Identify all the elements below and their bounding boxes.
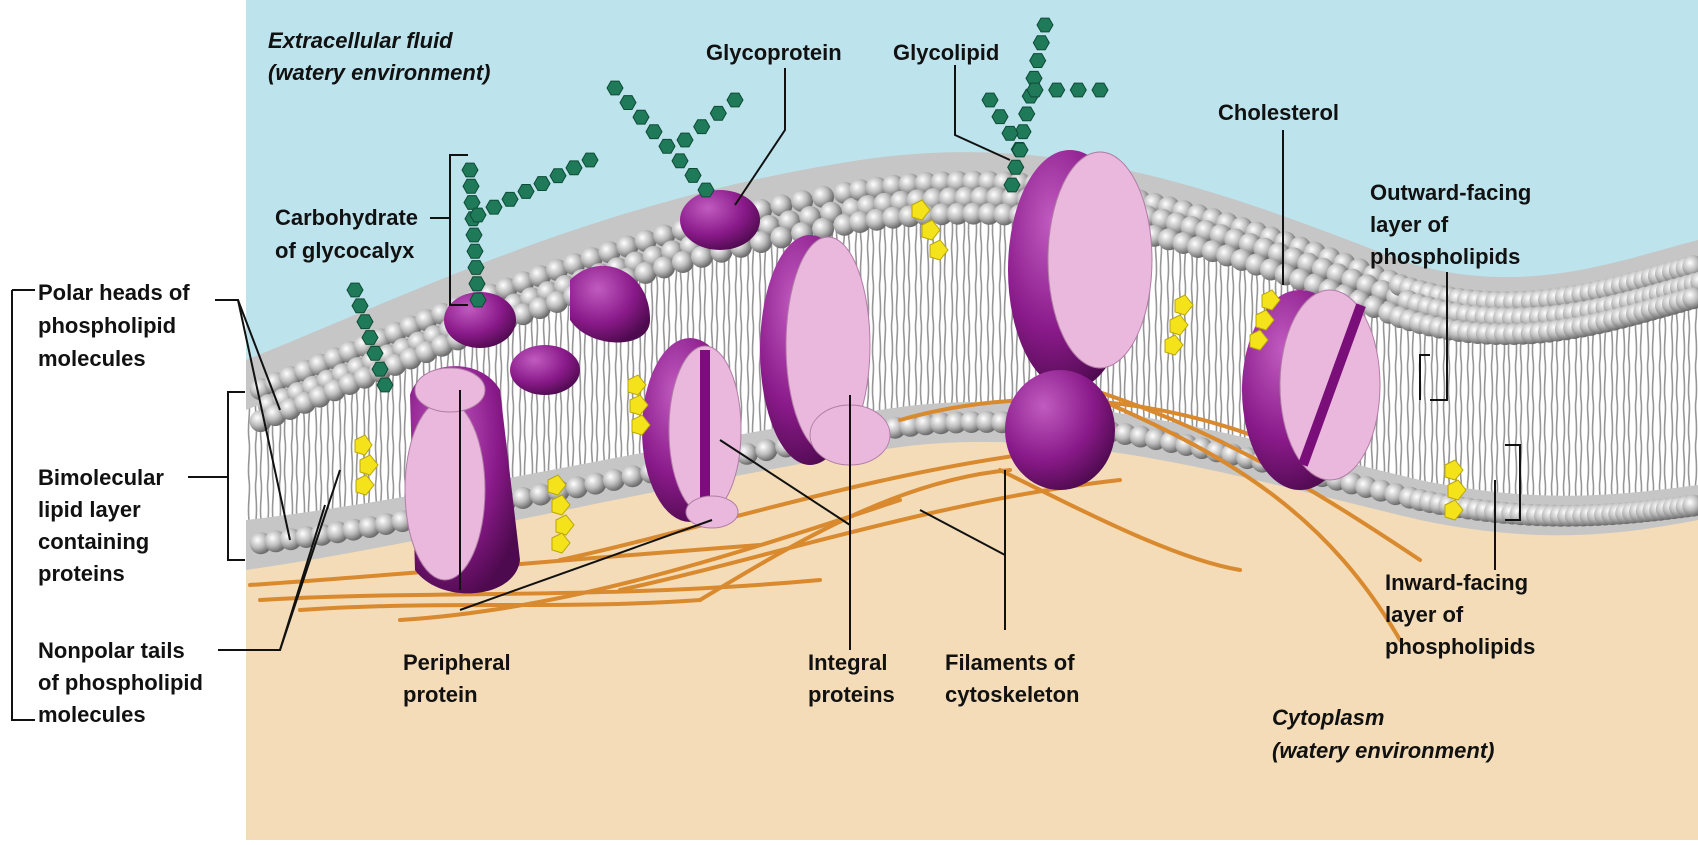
outward-label-3: phospholipids xyxy=(1370,244,1520,269)
sugar-unit xyxy=(1004,178,1020,192)
inward-label-3: phospholipids xyxy=(1385,634,1535,659)
phospholipid-head xyxy=(653,256,675,278)
extracellular-label-1: Extracellular fluid xyxy=(268,28,453,53)
outward-label-1: Outward-facing xyxy=(1370,180,1531,205)
filaments-label-1: Filaments of xyxy=(945,650,1075,675)
sugar-unit xyxy=(727,93,743,107)
cholesterol-label: Cholesterol xyxy=(1218,100,1339,125)
sugar-unit xyxy=(1070,83,1086,97)
sugar-unit xyxy=(1002,126,1018,140)
phospholipid-head xyxy=(672,251,694,273)
sugar-unit xyxy=(620,96,636,110)
sugar-unit xyxy=(672,154,688,168)
sugar-unit xyxy=(486,200,502,214)
extracellular-label-2: (watery environment) xyxy=(268,60,491,85)
sugar-unit xyxy=(607,81,623,95)
phospholipid-head xyxy=(584,473,606,495)
sugar-unit xyxy=(694,120,710,134)
sugar-unit xyxy=(698,183,714,197)
phospholipid-head xyxy=(755,439,777,461)
cytoplasm-label-1: Cytoplasm xyxy=(1272,705,1384,730)
sugar-unit xyxy=(1030,54,1046,68)
sugar-unit xyxy=(534,177,550,191)
sugar-unit xyxy=(470,293,486,307)
protein-blob-3 xyxy=(510,345,580,395)
carbohydrate-label-1: Carbohydrate xyxy=(275,205,418,230)
sugar-unit xyxy=(466,228,482,242)
nonpolar-label-3: molecules xyxy=(38,702,146,727)
phospholipid-head xyxy=(566,476,588,498)
sugar-unit xyxy=(347,283,363,297)
nonpolar-label-2: of phospholipid xyxy=(38,670,203,695)
glycoprotein-body xyxy=(680,190,760,250)
sugar-unit xyxy=(462,163,478,177)
glycolipid-label: Glycolipid xyxy=(893,40,999,65)
sugar-unit xyxy=(469,277,485,291)
sugar-unit xyxy=(1027,83,1043,97)
sugar-unit xyxy=(1012,143,1028,157)
bimolecular-label-3: containing xyxy=(38,529,149,554)
phospholipid-head xyxy=(622,465,644,487)
sugar-unit xyxy=(467,244,483,258)
polar-label-3: molecules xyxy=(38,346,146,371)
sugar-unit xyxy=(377,378,393,392)
sugar-unit xyxy=(1019,107,1035,121)
inward-label-2: layer of xyxy=(1385,602,1464,627)
sugar-unit xyxy=(470,208,486,222)
phospholipid-head xyxy=(603,469,625,491)
sugar-unit xyxy=(659,139,675,153)
outward-label-2: layer of xyxy=(1370,212,1449,237)
phospholipid-head xyxy=(770,226,792,248)
sugar-unit xyxy=(710,106,726,120)
sugar-unit xyxy=(677,133,693,147)
sugar-unit xyxy=(518,185,534,199)
sugar-unit xyxy=(352,299,368,313)
inward-label-1: Inward-facing xyxy=(1385,570,1528,595)
bimolecular-label-2: lipid layer xyxy=(38,497,141,522)
sugar-unit xyxy=(1037,18,1053,32)
bimolecular-label-4: proteins xyxy=(38,561,125,586)
sugar-unit xyxy=(502,192,518,206)
sugar-unit xyxy=(633,110,649,124)
integral-label-2: proteins xyxy=(808,682,895,707)
sugar-unit xyxy=(550,169,566,183)
sugar-unit xyxy=(367,346,383,360)
sugar-unit xyxy=(982,93,998,107)
bimolecular-label-1: Bimolecular xyxy=(38,465,164,490)
sugar-unit xyxy=(1092,83,1108,97)
sugar-unit xyxy=(464,196,480,210)
sugar-unit xyxy=(1008,160,1024,174)
sugar-unit xyxy=(1033,36,1049,50)
polar-label-1: Polar heads of xyxy=(38,280,190,305)
carbohydrate-label-2: of glycocalyx xyxy=(275,238,415,263)
nonpolar-label-1: Nonpolar tails xyxy=(38,638,185,663)
peripheral-label-2: protein xyxy=(403,682,478,707)
sugar-unit xyxy=(582,153,598,167)
phospholipid-head xyxy=(635,262,657,284)
sugar-unit xyxy=(463,179,479,193)
sugar-unit xyxy=(646,125,662,139)
sugar-unit xyxy=(372,362,388,376)
sugar-unit xyxy=(362,331,378,345)
polar-label-2: phospholipid xyxy=(38,313,176,338)
phospholipid-head xyxy=(691,246,713,268)
sugar-unit xyxy=(992,110,1008,124)
cytoplasm-label-2: (watery environment) xyxy=(1272,738,1495,763)
sugar-unit xyxy=(566,161,582,175)
integral-label-1: Integral xyxy=(808,650,887,675)
sugar-unit xyxy=(357,315,373,329)
sugar-unit xyxy=(1049,83,1065,97)
sugar-unit xyxy=(685,169,701,183)
glycoprotein-label: Glycoprotein xyxy=(706,40,842,65)
peripheral-label-1: Peripheral xyxy=(403,650,511,675)
sugar-unit xyxy=(468,261,484,275)
filaments-label-2: cytoskeleton xyxy=(945,682,1080,707)
